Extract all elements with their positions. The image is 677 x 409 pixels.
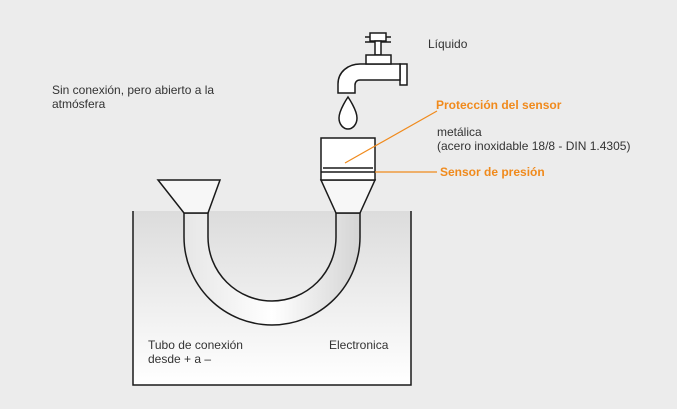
electronics-label: Electronica — [329, 338, 389, 352]
liquid-drop-icon — [338, 95, 358, 130]
protection-callout-line — [344, 110, 438, 164]
tube-label: Tubo de conexión desde + a – — [148, 338, 243, 366]
no-connection-label-line2: atmósfera — [52, 97, 106, 111]
sensor-housing — [320, 137, 376, 181]
faucet-icon — [337, 32, 408, 94]
sensor-funnel — [319, 179, 377, 214]
metal-description: metálica (acero inoxidable 18/8 - DIN 1.… — [437, 125, 630, 153]
connection-tube-u — [183, 212, 361, 326]
metal-line1: metálica — [437, 125, 482, 139]
tube-line2: desde + a – — [148, 352, 212, 366]
open-funnel — [156, 179, 222, 214]
sensor-protection-label: Protección del sensor — [436, 98, 562, 112]
tube-line1: Tubo de conexión — [148, 338, 243, 352]
pressure-sensor-label: Sensor de presión — [440, 165, 545, 179]
no-connection-label: Sin conexión, pero abierto a la atmósfer… — [52, 83, 214, 111]
no-connection-label-line1: Sin conexión, pero abierto a la — [52, 83, 215, 97]
metal-line2: (acero inoxidable 18/8 - DIN 1.4305) — [437, 139, 631, 153]
liquid-label: Líquido — [428, 37, 468, 51]
